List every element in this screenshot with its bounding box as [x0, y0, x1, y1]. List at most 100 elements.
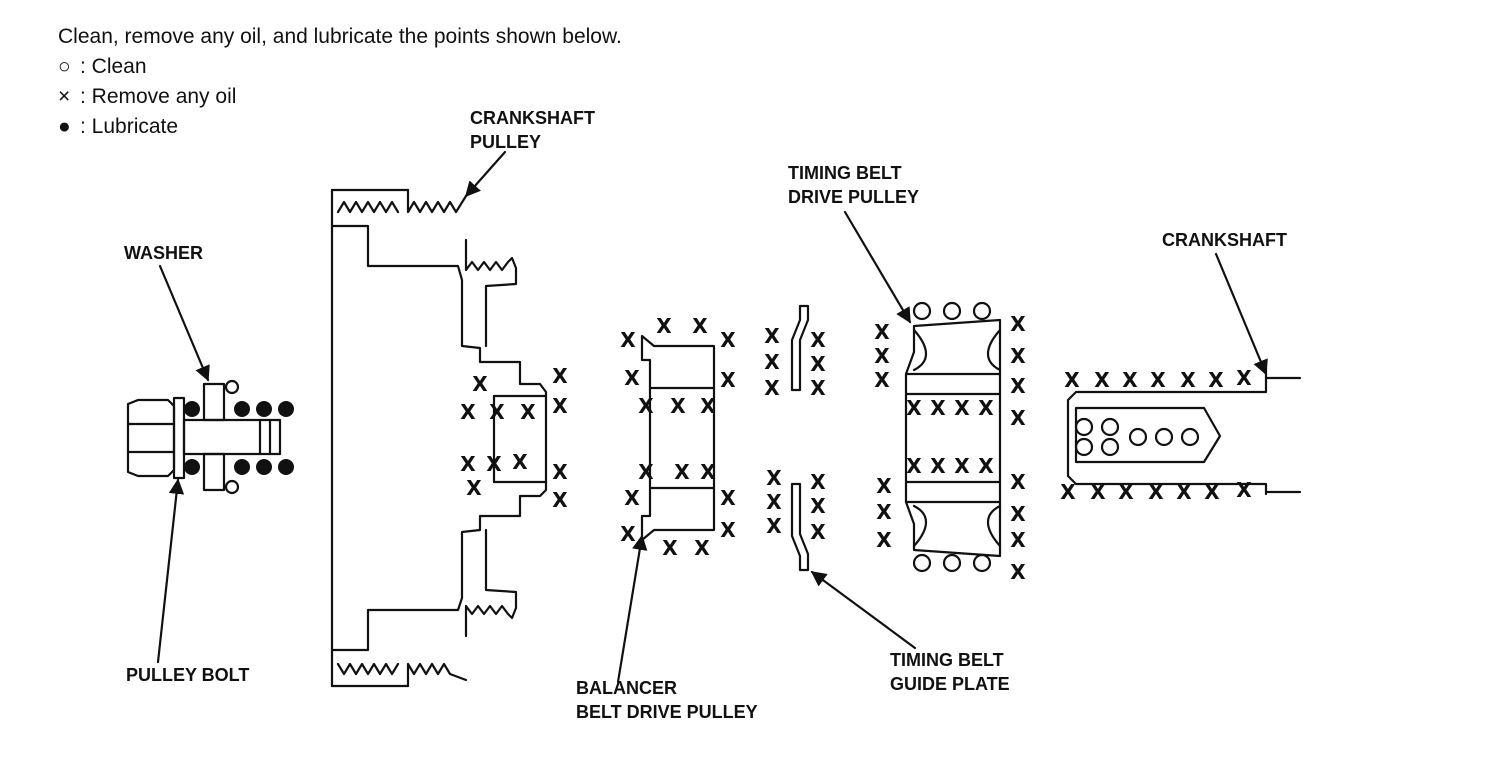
pulley-bolt-leader	[156, 478, 185, 664]
remove-oil-mark: X	[520, 400, 536, 424]
legend-clean: ○ : Clean	[58, 52, 622, 82]
remove-oil-mark: X	[466, 476, 482, 500]
remove-oil-mark: X	[1010, 406, 1026, 430]
remove-oil-mark: X	[552, 460, 568, 484]
remove-oil-mark: X	[1010, 344, 1026, 368]
remove-oil-mark: X	[764, 324, 780, 348]
remove-oil-mark: X	[1064, 368, 1080, 392]
remove-oil-mark: X	[624, 486, 640, 510]
guide-plate-leader	[810, 570, 917, 650]
remove-oil-mark: X	[720, 368, 736, 392]
remove-oil-mark: X	[1010, 374, 1026, 398]
remove-oil-mark: X	[692, 314, 708, 338]
remove-oil-mark: X	[1122, 368, 1138, 392]
remove-oil-mark: X	[1208, 368, 1224, 392]
remove-oil-mark: X	[674, 460, 690, 484]
crankshaft-label: CRANKSHAFT	[1162, 230, 1287, 250]
timing-drive-pulley-label-line1: TIMING BELT	[788, 163, 902, 183]
washer-label: WASHER	[124, 243, 203, 263]
remove-oil-mark: X	[694, 536, 710, 560]
remove-oil-mark: X	[954, 396, 970, 420]
remove-oil-mark: X	[766, 490, 782, 514]
open-circle-icon: ○	[58, 55, 71, 78]
legend-remove-oil-label: : Remove any oil	[80, 85, 237, 108]
crankshaft-pulley-label-line2: PULLEY	[470, 132, 541, 152]
remove-oil-mark: X	[460, 452, 476, 476]
remove-oil-mark: X	[489, 400, 505, 424]
remove-oil-mark: X	[810, 352, 826, 376]
timing-drive-pulley-leader	[843, 210, 912, 324]
remove-oil-mark: X	[1150, 368, 1166, 392]
remove-oil-mark: X	[472, 372, 488, 396]
remove-oil-mark: X	[930, 396, 946, 420]
crankshaft-pulley	[330, 188, 548, 688]
balancer-pulley-label-line1: BALANCER	[576, 678, 677, 698]
remove-oil-mark: X	[638, 460, 654, 484]
washer	[202, 382, 226, 492]
remove-oil-mark: X	[720, 328, 736, 352]
remove-oil-mark: X	[552, 394, 568, 418]
remove-oil-mark: X	[1010, 312, 1026, 336]
remove-oil-mark: X	[1010, 528, 1026, 552]
remove-oil-mark: X	[1204, 480, 1220, 504]
remove-oil-mark: X	[1236, 478, 1252, 502]
remove-oil-mark: X	[810, 520, 826, 544]
remove-oil-mark: X	[670, 394, 686, 418]
remove-oil-mark: X	[552, 488, 568, 512]
legend: Clean, remove any oil, and lubricate the…	[58, 22, 622, 142]
remove-oil-mark: X	[874, 320, 890, 344]
remove-oil-mark: X	[906, 396, 922, 420]
legend-clean-label: : Clean	[80, 55, 147, 78]
remove-oil-mark: X	[876, 474, 892, 498]
remove-oil-mark: X	[720, 486, 736, 510]
remove-oil-mark: X	[766, 466, 782, 490]
clean-marks-timing-pulley	[912, 301, 992, 573]
washer-leader	[158, 264, 210, 382]
remove-oil-mark: X	[656, 314, 672, 338]
remove-oil-mark: X	[1118, 480, 1134, 504]
remove-oil-mark: X	[954, 454, 970, 478]
clean-marks-crankshaft	[1074, 417, 1200, 457]
remove-oil-mark: X	[662, 536, 678, 560]
remove-oil-mark: X	[620, 328, 636, 352]
pulley-bolt-label: PULLEY BOLT	[126, 665, 249, 685]
legend-lubricate-label: : Lubricate	[80, 115, 179, 138]
remove-oil-mark: X	[638, 394, 654, 418]
remove-oil-mark: X	[1236, 366, 1252, 390]
remove-oil-mark: X	[978, 396, 994, 420]
crankshaft-pulley-label-line1: CRANKSHAFT	[470, 108, 595, 128]
remove-oil-mark: X	[486, 452, 502, 476]
remove-oil-mark: X	[1180, 368, 1196, 392]
remove-oil-mark: X	[1090, 480, 1106, 504]
remove-oil-mark: X	[810, 470, 826, 494]
remove-oil-mark: X	[876, 500, 892, 524]
balancer-pulley-leader	[616, 534, 648, 684]
crankshaft-leader	[1214, 252, 1268, 376]
remove-oil-mark: X	[810, 376, 826, 400]
remove-oil-mark: X	[552, 364, 568, 388]
clean-marks-washer	[224, 379, 240, 495]
remove-oil-mark: X	[720, 518, 736, 542]
guide-plate-label-line2: GUIDE PLATE	[890, 674, 1010, 694]
remove-oil-mark: X	[766, 514, 782, 538]
remove-oil-mark: X	[876, 528, 892, 552]
crankshaft	[1066, 366, 1302, 496]
remove-oil-mark: X	[512, 450, 528, 474]
remove-oil-mark: X	[1094, 368, 1110, 392]
pulley-bolt	[126, 396, 282, 480]
remove-oil-mark: X	[1060, 480, 1076, 504]
balancer-pulley-label-line2: BELT DRIVE PULLEY	[576, 702, 758, 722]
remove-oil-mark: X	[810, 494, 826, 518]
remove-oil-mark: X	[764, 350, 780, 374]
remove-oil-mark: X	[624, 366, 640, 390]
remove-oil-mark: X	[874, 368, 890, 392]
legend-remove-oil: × : Remove any oil	[58, 82, 622, 112]
timing-drive-pulley-label-line2: DRIVE PULLEY	[788, 187, 919, 207]
remove-oil-mark: X	[700, 460, 716, 484]
guide-plate-label-line1: TIMING BELT	[890, 650, 1004, 670]
remove-oil-mark: X	[874, 344, 890, 368]
remove-oil-mark: X	[764, 376, 780, 400]
remove-oil-mark: X	[978, 454, 994, 478]
